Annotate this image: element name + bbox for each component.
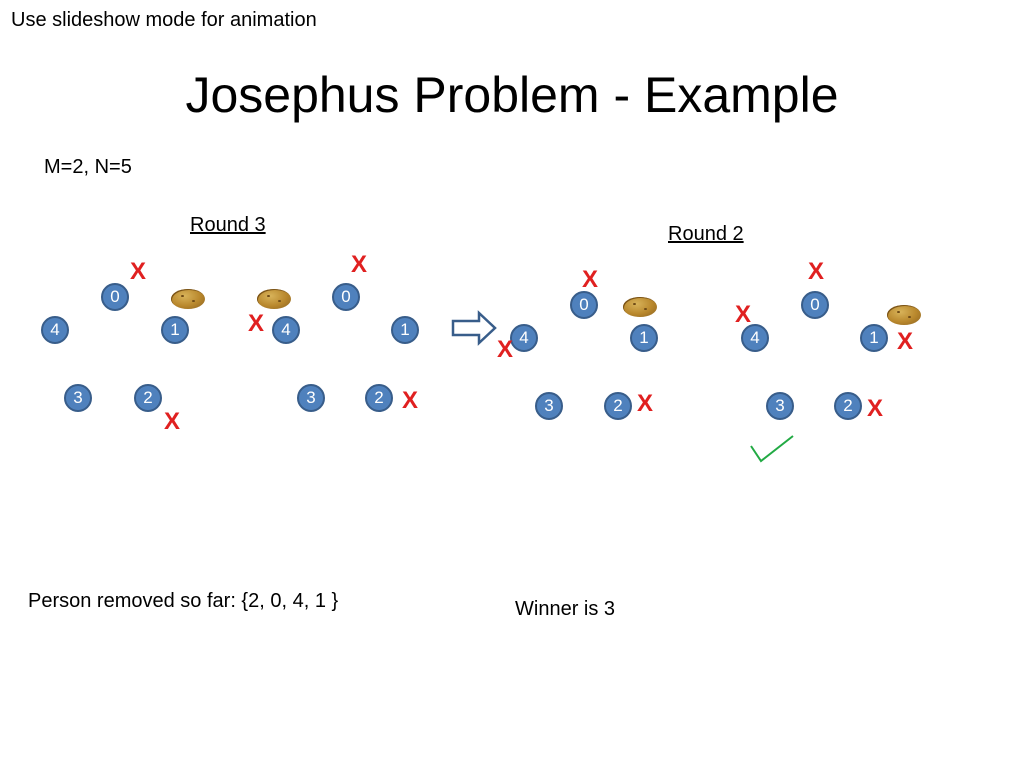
node-4: 4 — [741, 324, 769, 352]
removed-summary: Person removed so far: {2, 0, 4, 1 } — [28, 590, 339, 612]
removed-mark: X — [402, 387, 419, 414]
potato-icon — [887, 305, 921, 325]
slideshow-note: Use slideshow mode for animation — [11, 9, 317, 31]
removed-mark: X — [735, 301, 752, 328]
node-2: 2 — [604, 392, 632, 420]
removed-mark: X — [164, 408, 181, 435]
node-1: 1 — [391, 316, 419, 344]
right-arrow-icon — [451, 310, 497, 346]
slide-title: Josephus Problem - Example — [185, 67, 839, 123]
node-3: 3 — [297, 384, 325, 412]
winner-summary: Winner is 3 — [515, 598, 616, 620]
removed-mark: X — [248, 310, 265, 337]
node-3: 3 — [766, 392, 794, 420]
removed-mark: X — [808, 258, 825, 285]
node-0: 0 — [801, 291, 829, 319]
potato-icon — [257, 289, 291, 309]
node-4: 4 — [41, 316, 69, 344]
node-0: 0 — [332, 283, 360, 311]
node-1: 1 — [161, 316, 189, 344]
round-2-label: Round 2 — [668, 223, 744, 245]
node-3: 3 — [64, 384, 92, 412]
node-2: 2 — [134, 384, 162, 412]
removed-mark: X — [582, 266, 599, 293]
node-4: 4 — [510, 324, 538, 352]
node-2: 2 — [834, 392, 862, 420]
node-1: 1 — [860, 324, 888, 352]
removed-mark: X — [497, 336, 514, 363]
node-3: 3 — [535, 392, 563, 420]
removed-mark: X — [351, 251, 368, 278]
round-3-label: Round 3 — [190, 214, 266, 236]
potato-icon — [623, 297, 657, 317]
parameters-label: M=2, N=5 — [44, 156, 132, 178]
removed-mark: X — [867, 395, 884, 422]
node-0: 0 — [570, 291, 598, 319]
node-0: 0 — [101, 283, 129, 311]
removed-mark: X — [637, 390, 654, 417]
node-4: 4 — [272, 316, 300, 344]
node-2: 2 — [365, 384, 393, 412]
node-1: 1 — [630, 324, 658, 352]
checkmark-icon — [750, 435, 794, 463]
removed-mark: X — [130, 258, 147, 285]
potato-icon — [171, 289, 205, 309]
removed-mark: X — [897, 328, 914, 355]
